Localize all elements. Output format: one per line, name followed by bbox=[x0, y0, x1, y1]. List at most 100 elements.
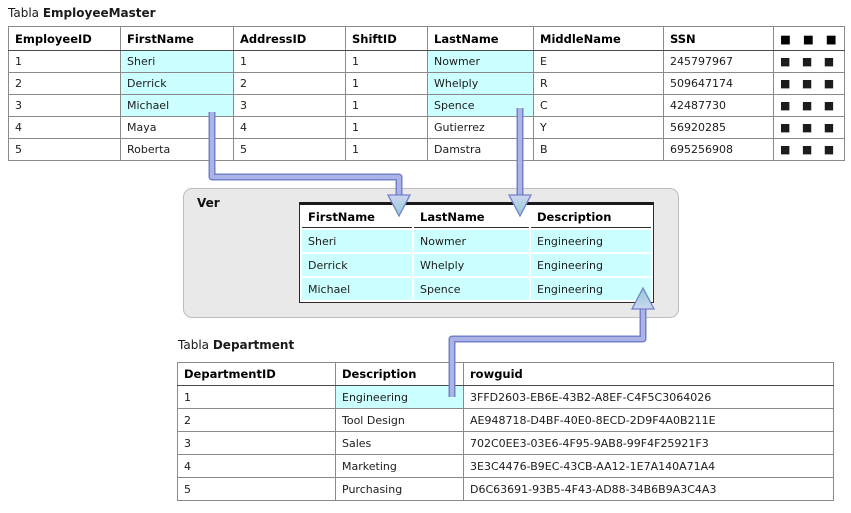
cell: 3 bbox=[233, 94, 346, 117]
table-row: 1 Sheri 1 1 Nowmer E 245797967 ■ ■ ■ bbox=[8, 50, 845, 73]
table-row: 5 Purchasing D6C63691-93B5-4F43-AD88-34B… bbox=[177, 477, 834, 501]
column-header: Description bbox=[531, 207, 651, 228]
cell: Maya bbox=[120, 116, 234, 139]
table-row: 3 Michael 3 1 Spence C 42487730 ■ ■ ■ bbox=[8, 94, 845, 117]
cell: 4 bbox=[8, 116, 121, 139]
highlighted-cell: Nowmer bbox=[414, 230, 529, 252]
table-row: 5 Roberta 5 1 Damstra B 695256908 ■ ■ ■ bbox=[8, 138, 845, 161]
cell: 1 bbox=[8, 50, 121, 73]
highlighted-cell: Spence bbox=[414, 278, 529, 300]
cell: Damstra bbox=[427, 138, 534, 161]
cell: 695256908 bbox=[663, 138, 774, 161]
column-header: rowguid bbox=[463, 362, 834, 386]
cell: D6C63691-93B5-4F43-AD88-34B6B9A3C4A3 bbox=[463, 477, 834, 501]
highlighted-cell: Engineering bbox=[531, 278, 651, 300]
department-table: DepartmentID Description rowguid 1 Engin… bbox=[177, 362, 834, 501]
highlighted-cell: Nowmer bbox=[427, 50, 534, 73]
table-row: Sheri Nowmer Engineering bbox=[302, 230, 651, 252]
highlighted-cell: Whelply bbox=[427, 72, 534, 95]
highlighted-cell: Michael bbox=[120, 94, 234, 117]
table-row: 4 Maya 4 1 Gutierrez Y 56920285 ■ ■ ■ bbox=[8, 116, 845, 139]
cell: 3FFD2603-EB6E-43B2-A8EF-C4F5C3064026 bbox=[463, 385, 834, 409]
column-header: Description bbox=[335, 362, 464, 386]
highlighted-cell: Sheri bbox=[120, 50, 234, 73]
table-row: 3 Sales 702C0EE3-03E6-4F95-9AB8-99F4F259… bbox=[177, 431, 834, 455]
table-header-row: EmployeeID FirstName AddressID ShiftID L… bbox=[8, 26, 845, 51]
table-row: 4 Marketing 3E3C4476-B9EC-43CB-AA12-1E7A… bbox=[177, 454, 834, 478]
highlighted-cell: Michael bbox=[302, 278, 412, 300]
highlighted-cell: Engineering bbox=[335, 385, 464, 409]
cell: C bbox=[533, 94, 664, 117]
ellipsis-icon: ■ ■ ■ bbox=[773, 50, 845, 73]
highlighted-cell: Engineering bbox=[531, 254, 651, 276]
employee-table-label: Tabla EmployeeMaster bbox=[8, 6, 156, 20]
highlighted-cell: Derrick bbox=[120, 72, 234, 95]
highlighted-cell: Engineering bbox=[531, 230, 651, 252]
column-header: EmployeeID bbox=[8, 26, 121, 51]
cell: 1 bbox=[177, 385, 336, 409]
cell: AE948718-D4BF-40E0-8ECD-2D9F4A0B211E bbox=[463, 408, 834, 432]
cell: 702C0EE3-03E6-4F95-9AB8-99F4F25921F3 bbox=[463, 431, 834, 455]
cell: 1 bbox=[345, 138, 428, 161]
table-header-row: DepartmentID Description rowguid bbox=[177, 362, 834, 386]
ellipsis-icon: ■ ■ ■ bbox=[773, 138, 845, 161]
column-header: MiddleName bbox=[533, 26, 664, 51]
cell: E bbox=[533, 50, 664, 73]
column-header: AddressID bbox=[233, 26, 346, 51]
cell: 4 bbox=[233, 116, 346, 139]
table-row: 2 Tool Design AE948718-D4BF-40E0-8ECD-2D… bbox=[177, 408, 834, 432]
cell: Gutierrez bbox=[427, 116, 534, 139]
column-header: FirstName bbox=[120, 26, 234, 51]
ellipsis-icon: ■ ■ ■ bbox=[773, 94, 845, 117]
cell: Roberta bbox=[120, 138, 234, 161]
cell: 245797967 bbox=[663, 50, 774, 73]
highlighted-cell: Derrick bbox=[302, 254, 412, 276]
highlighted-cell: Whelply bbox=[414, 254, 529, 276]
cell: 1 bbox=[345, 116, 428, 139]
table-row: Michael Spence Engineering bbox=[302, 278, 651, 300]
cell: 509647174 bbox=[663, 72, 774, 95]
employee-master-table: EmployeeID FirstName AddressID ShiftID L… bbox=[8, 26, 845, 161]
table-label-prefix: Tabla bbox=[8, 6, 40, 20]
cell: 5 bbox=[233, 138, 346, 161]
highlighted-cell: Spence bbox=[427, 94, 534, 117]
cell: R bbox=[533, 72, 664, 95]
cell: Y bbox=[533, 116, 664, 139]
cell: 3 bbox=[177, 431, 336, 455]
cell: 2 bbox=[177, 408, 336, 432]
cell: Sales bbox=[335, 431, 464, 455]
cell: 1 bbox=[345, 50, 428, 73]
cell: 1 bbox=[233, 50, 346, 73]
cell: 56920285 bbox=[663, 116, 774, 139]
ellipsis-icon: ■ ■ ■ bbox=[773, 26, 845, 51]
cell: 2 bbox=[8, 72, 121, 95]
view-result-table: FirstName LastName Description Sheri Now… bbox=[299, 202, 654, 303]
column-header: ShiftID bbox=[345, 26, 428, 51]
cell: 2 bbox=[233, 72, 346, 95]
column-header: FirstName bbox=[302, 207, 412, 228]
table-header-row: FirstName LastName Description bbox=[302, 207, 651, 228]
column-header: DepartmentID bbox=[177, 362, 336, 386]
table-row: Derrick Whelply Engineering bbox=[302, 254, 651, 276]
table-label-name: EmployeeMaster bbox=[42, 6, 156, 20]
cell: Purchasing bbox=[335, 477, 464, 501]
highlighted-cell: Sheri bbox=[302, 230, 412, 252]
table-row: 2 Derrick 2 1 Whelply R 509647174 ■ ■ ■ bbox=[8, 72, 845, 95]
column-header: LastName bbox=[414, 207, 529, 228]
ellipsis-icon: ■ ■ ■ bbox=[773, 116, 845, 139]
view-label: Ver bbox=[197, 196, 220, 210]
cell: B bbox=[533, 138, 664, 161]
column-header: SSN bbox=[663, 26, 774, 51]
cell: 3E3C4476-B9EC-43CB-AA12-1E7A140A71A4 bbox=[463, 454, 834, 478]
cell: Marketing bbox=[335, 454, 464, 478]
table-row: 1 Engineering 3FFD2603-EB6E-43B2-A8EF-C4… bbox=[177, 385, 834, 409]
cell: Tool Design bbox=[335, 408, 464, 432]
table-label-name: Department bbox=[212, 338, 295, 352]
department-table-label: Tabla Department bbox=[178, 338, 294, 352]
cell: 3 bbox=[8, 94, 121, 117]
ellipsis-icon: ■ ■ ■ bbox=[773, 72, 845, 95]
cell: 5 bbox=[177, 477, 336, 501]
cell: 4 bbox=[177, 454, 336, 478]
column-header: LastName bbox=[427, 26, 534, 51]
